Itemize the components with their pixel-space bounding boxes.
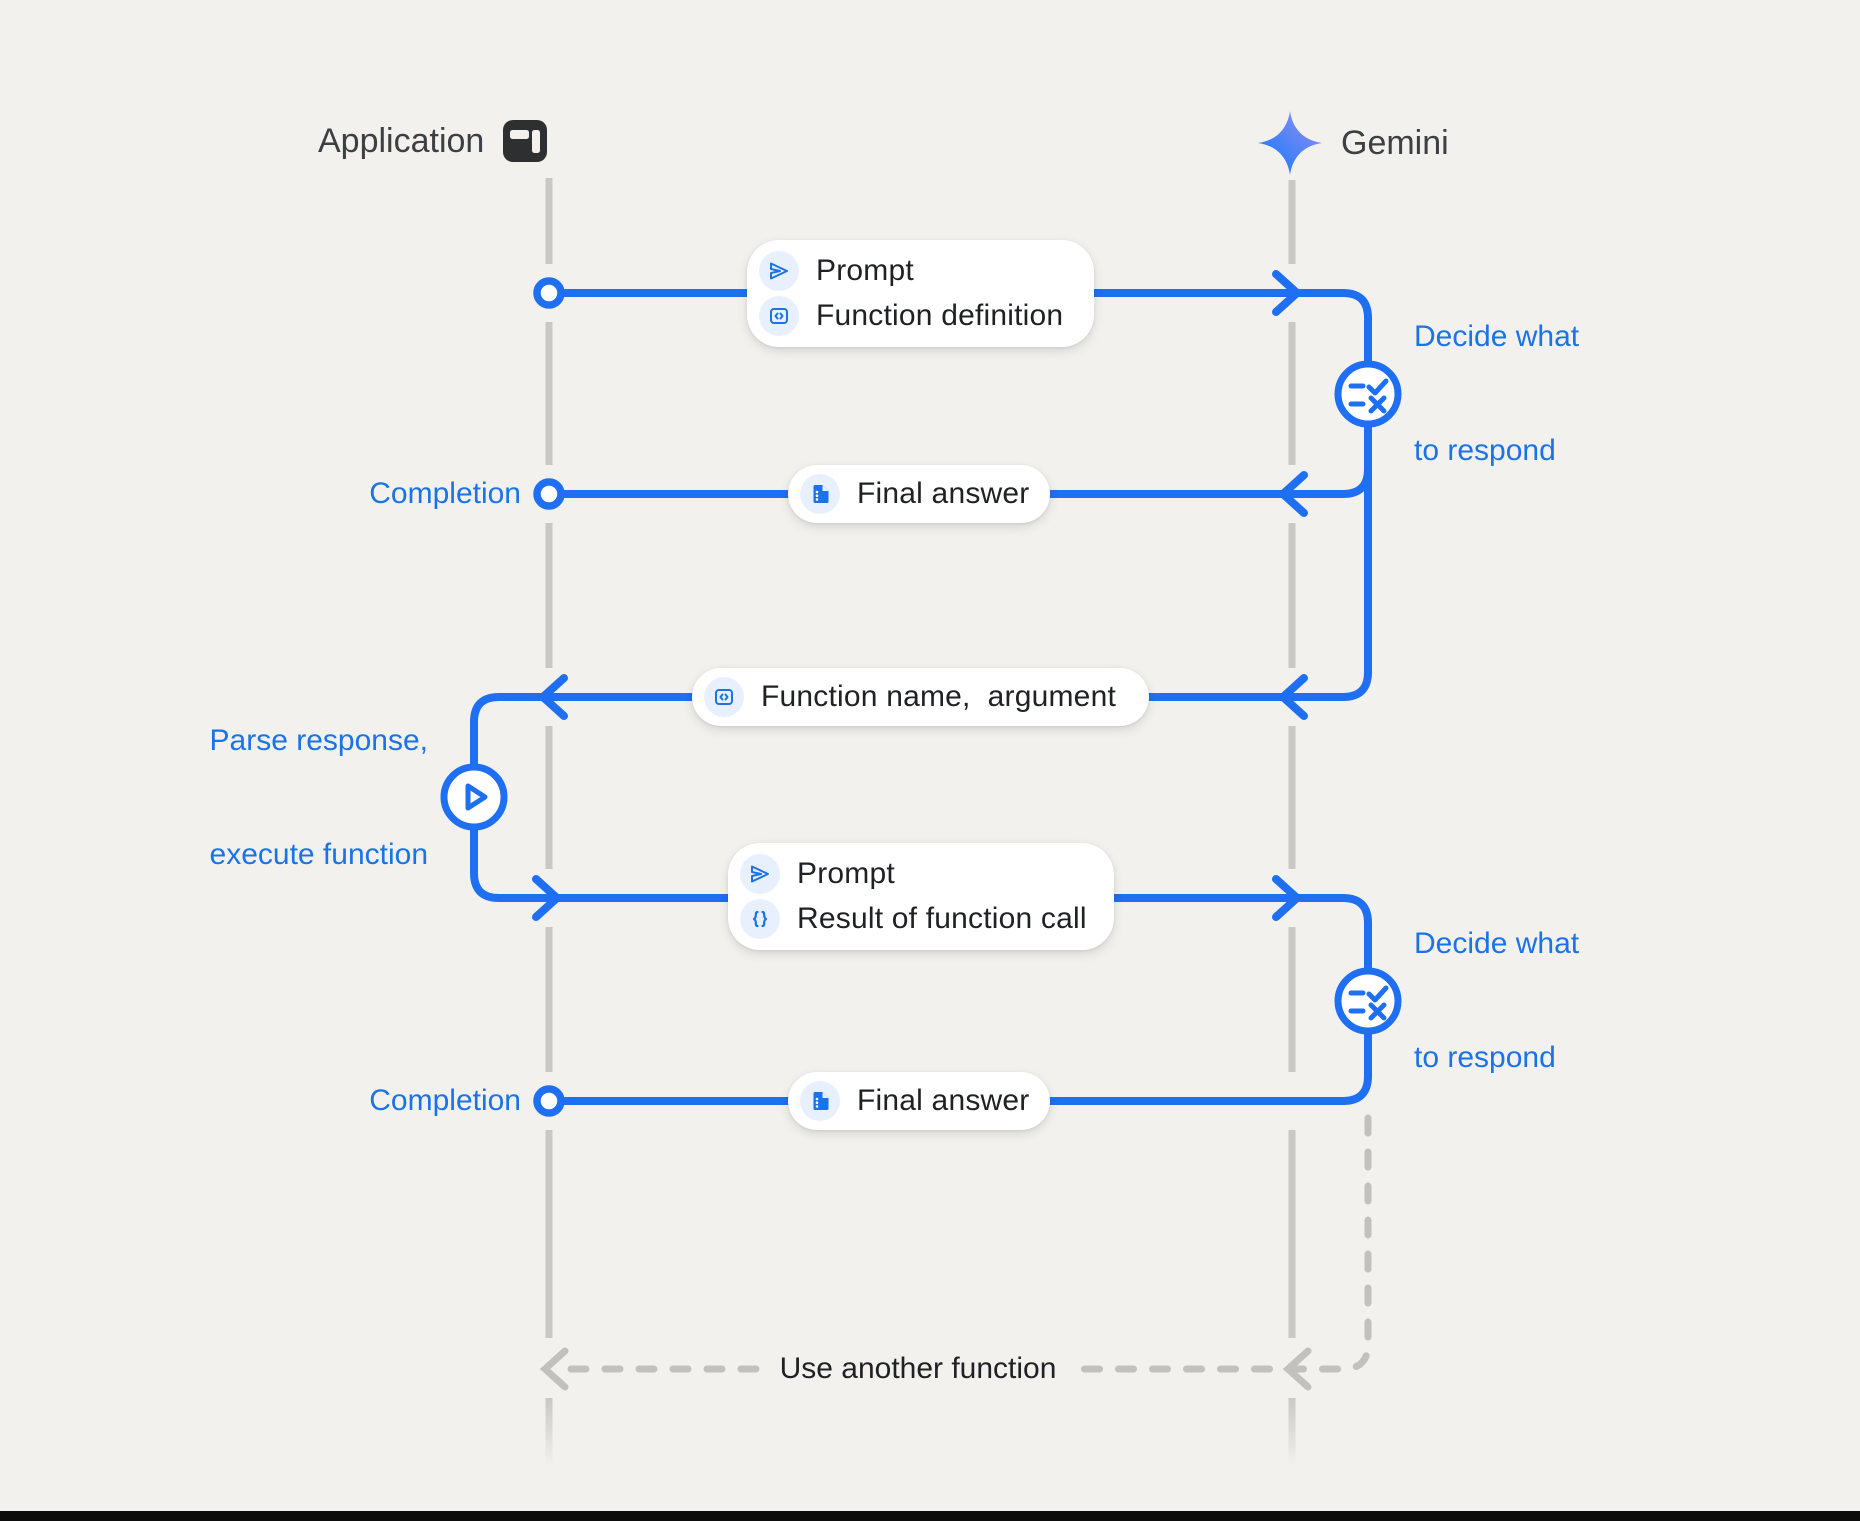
code-icon <box>759 296 799 337</box>
send-icon <box>759 250 799 291</box>
bottom-edge-bar <box>0 1511 1860 1521</box>
message-prompt-result-of-function-call: Prompt Result of function call <box>728 843 1114 950</box>
decide-node-1 <box>1334 360 1402 428</box>
decide-label-line: to respond <box>1414 1041 1556 1074</box>
parse-label-line: Parse response, <box>209 724 428 757</box>
decide-label-2: Decide what to respond <box>1414 849 1579 1153</box>
message-function-name-argument: Function name, argument <box>692 668 1149 726</box>
arrowhead-fname-out-of-gemini <box>1279 674 1308 720</box>
arrowhead-prompt2-into-gemini <box>1272 875 1301 921</box>
parse-label: Parse response, execute function <box>210 646 428 950</box>
code-icon <box>704 677 744 717</box>
decide-node-2 <box>1334 967 1402 1035</box>
message-label: Prompt <box>816 253 914 287</box>
arrowhead-prompt2-out-of-application <box>532 875 561 921</box>
arrowhead-prompt1-into-gemini <box>1272 270 1301 316</box>
decide-label-line: to respond <box>1414 434 1556 467</box>
arrowhead-fname-into-application <box>539 674 568 720</box>
completion-label-1: Completion <box>369 477 521 510</box>
parse-label-line: execute function <box>209 838 428 871</box>
gemini-title: Gemini <box>1341 123 1449 162</box>
document-icon <box>800 1081 840 1121</box>
braces-icon <box>740 899 780 940</box>
message-label: Final answer <box>857 1084 1030 1117</box>
play-icon <box>465 783 488 811</box>
message-prompt-function-definition: Prompt Function definition <box>747 240 1094 347</box>
message-final-answer-1: Final answer <box>788 465 1050 523</box>
send-icon <box>740 853 780 894</box>
document-icon <box>800 474 840 514</box>
message-wires <box>470 270 1372 1105</box>
arrowhead-final1-out-of-gemini <box>1279 471 1308 517</box>
message-final-answer-2: Final answer <box>788 1072 1050 1130</box>
use-another-function-label: Use another function <box>765 1352 1071 1386</box>
message-label: Function definition <box>816 299 1064 333</box>
use-another-function-dashed-line <box>539 1114 1372 1391</box>
message-label: Result of function call <box>797 902 1087 936</box>
decide-label-line: Decide what <box>1414 320 1580 353</box>
application-lifeline <box>545 178 553 1466</box>
completion-label-2: Completion <box>369 1084 521 1117</box>
message-label: Final answer <box>857 477 1030 510</box>
gemini-header: Gemini <box>1257 110 1449 176</box>
application-header: Application <box>318 118 548 164</box>
browser-window-icon <box>503 120 548 162</box>
gemini-star-icon <box>1258 111 1322 175</box>
gemini-lifeline <box>1288 180 1296 1466</box>
parse-node <box>440 763 508 831</box>
rule-checklist-icon <box>1348 985 1389 1021</box>
application-title: Application <box>318 121 485 160</box>
decide-label-1: Decide what to respond <box>1414 242 1579 546</box>
rule-checklist-icon <box>1348 378 1389 414</box>
message-label: Prompt <box>797 856 895 890</box>
message-label: Function name, argument <box>761 680 1116 713</box>
decide-label-line: Decide what <box>1414 927 1580 960</box>
endpoint-rings <box>533 277 565 1117</box>
